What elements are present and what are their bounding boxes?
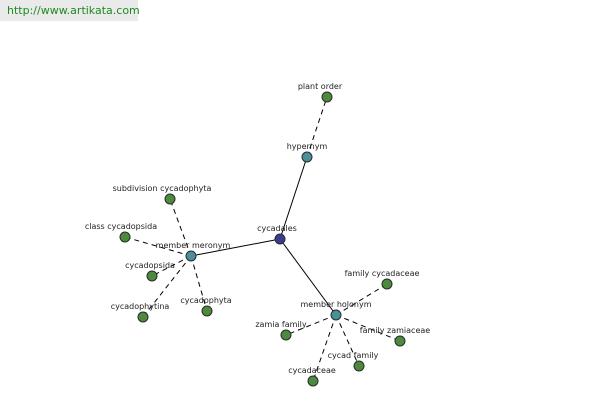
node-label-cycadales[interactable]: cycadales: [257, 224, 297, 233]
node-circle-family-cycadaceae[interactable]: [381, 278, 393, 290]
node-circle-cycadophytina[interactable]: [137, 311, 149, 323]
node-label-member-holonym[interactable]: member holonym: [300, 300, 371, 309]
edge-member-meronym-to-class-cycadopsida: [124, 236, 192, 257]
node-member-holonym[interactable]: member holonym: [300, 300, 372, 321]
node-circle-cycadopsida[interactable]: [146, 270, 158, 282]
edge-cycadales-to-member-meronym: [190, 238, 281, 257]
node-class-cycadopsida[interactable]: class cycadopsida: [85, 222, 157, 243]
node-label-cycadophytina[interactable]: cycadophytina: [111, 302, 170, 311]
node-label-zamia-family[interactable]: zamia family: [255, 320, 307, 329]
node-circle-family-zamiaceae[interactable]: [394, 335, 406, 347]
node-label-member-meronym[interactable]: member meronym: [156, 241, 231, 250]
edge-member-holonym-to-family-zamiaceae: [335, 314, 401, 342]
edge-cycadales-to-member-holonym: [279, 238, 337, 316]
graph-nodes: cycadales hypernym member meronym member ho…: [85, 82, 430, 387]
edge-cycadales-to-hypernym: [279, 156, 308, 240]
node-circle-plant-order[interactable]: [321, 91, 333, 103]
edge-member-holonym-to-family-cycadaceae: [335, 283, 388, 316]
node-circle-cycadophyta[interactable]: [201, 305, 213, 317]
node-label-cycadopsida[interactable]: cycadopsida: [125, 261, 175, 270]
node-circle-zamia-family[interactable]: [280, 329, 292, 341]
node-label-plant-order[interactable]: plant order: [298, 82, 343, 91]
node-circle-subdivision-cycadophyta[interactable]: [164, 193, 176, 205]
node-label-cycadaceae[interactable]: cycadaceae: [288, 366, 336, 375]
node-subdivision-cycadophyta[interactable]: subdivision cycadophyta: [113, 184, 212, 205]
node-cycadophytina[interactable]: cycadophytina: [111, 302, 170, 323]
node-label-cycad-family[interactable]: cycad family: [328, 351, 379, 360]
node-circle-hypernym[interactable]: [301, 151, 313, 163]
node-circle-cycadales[interactable]: [274, 233, 286, 245]
edge-member-holonym-to-cycadaceae: [312, 314, 337, 382]
node-cycadopsida[interactable]: cycadopsida: [125, 261, 175, 282]
node-family-cycadaceae[interactable]: family cycadaceae: [345, 269, 420, 290]
node-label-class-cycadopsida[interactable]: class cycadopsida: [85, 222, 157, 231]
node-circle-member-holonym[interactable]: [330, 309, 342, 321]
site-banner: http://www.artikata.com: [0, 0, 140, 21]
node-cycadales[interactable]: cycadales: [257, 224, 297, 245]
node-plant-order[interactable]: plant order: [298, 82, 343, 103]
edge-member-meronym-to-cycadopsida: [151, 255, 192, 277]
graph-edges: [124, 96, 401, 382]
node-circle-cycad-family[interactable]: [353, 360, 365, 372]
node-member-meronym[interactable]: member meronym: [156, 241, 231, 262]
edge-member-meronym-to-cycadophyta: [190, 255, 208, 312]
site-url-link[interactable]: http://www.artikata.com: [7, 4, 140, 17]
node-label-cycadophyta[interactable]: cycadophyta: [180, 296, 231, 305]
node-cycadaceae[interactable]: cycadaceae: [288, 366, 336, 387]
node-label-subdivision-cycadophyta[interactable]: subdivision cycadophyta: [113, 184, 212, 193]
node-label-family-zamiaceae[interactable]: family zamiaceae: [360, 326, 430, 335]
node-hypernym[interactable]: hypernym: [287, 142, 328, 163]
node-cycad-family[interactable]: cycad family: [328, 351, 379, 372]
node-family-zamiaceae[interactable]: family zamiaceae: [360, 326, 430, 347]
node-cycadophyta[interactable]: cycadophyta: [180, 296, 232, 317]
node-circle-cycadaceae[interactable]: [307, 375, 319, 387]
node-circle-class-cycadopsida[interactable]: [119, 231, 131, 243]
edge-member-holonym-to-cycad-family: [335, 314, 360, 367]
node-label-family-cycadaceae[interactable]: family cycadaceae: [345, 269, 420, 278]
edge-hypernym-to-plant-order: [306, 96, 328, 158]
node-circle-member-meronym[interactable]: [185, 250, 197, 262]
node-zamia-family[interactable]: zamia family: [255, 320, 307, 341]
node-label-hypernym[interactable]: hypernym: [287, 142, 328, 151]
edge-member-meronym-to-subdivision-cycadophyta: [169, 198, 192, 257]
edge-member-meronym-to-cycadophytina: [142, 255, 192, 318]
